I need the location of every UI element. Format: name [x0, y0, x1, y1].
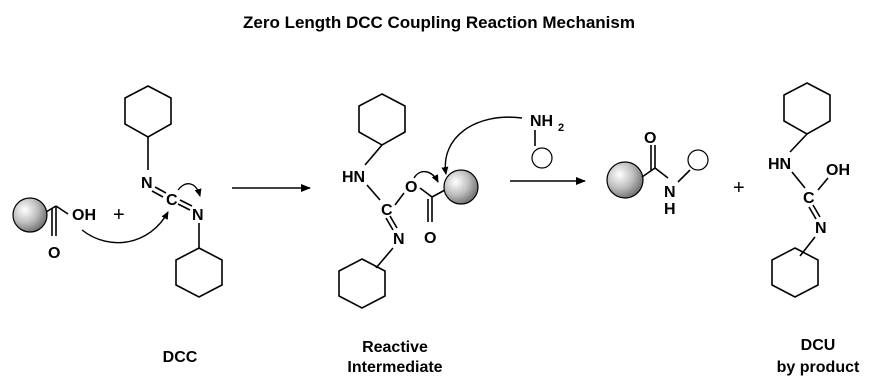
scheme-title: Zero Length DCC Coupling Reaction Mechan…: [243, 13, 635, 32]
amide-product: O N H: [606, 130, 709, 218]
n-label: N: [815, 220, 827, 237]
n-label: N: [141, 175, 153, 192]
dcc-molecule: N C N: [124, 85, 223, 298]
cyclohexyl-ring: [783, 82, 831, 135]
carbonyl-o-label: O: [424, 230, 436, 247]
solid-support-sphere: [606, 161, 644, 199]
reactive-intermediate-label-1: Reactive: [362, 339, 428, 356]
oh-label: OH: [826, 162, 850, 179]
hn-label: HN: [342, 169, 365, 186]
cyclohexyl-ring: [358, 93, 406, 146]
solid-support-sphere: [12, 197, 48, 233]
dcc-label: DCC: [163, 349, 198, 366]
cyclohexyl-ring: [771, 247, 819, 298]
nh-label: NH: [530, 113, 553, 130]
nh2-subscript: 2: [558, 122, 564, 134]
c-label: C: [381, 202, 393, 219]
c-label: C: [166, 192, 178, 209]
byproduct-label: by product: [777, 359, 860, 376]
carbonyl-o-label: O: [644, 130, 656, 147]
plus-sign: +: [733, 177, 745, 199]
dcu-label: DCU: [801, 337, 836, 354]
hn-label: HN: [768, 156, 791, 173]
o-label: O: [405, 179, 417, 196]
carboxylic-acid: OH O: [12, 197, 169, 262]
cyclohexyl-ring: [338, 258, 386, 309]
amine-molecule: NH 2: [530, 113, 564, 169]
reactive-intermediate: HN C O N O: [338, 93, 523, 309]
c-label: C: [803, 190, 815, 207]
cyclohexyl-ring: [124, 85, 172, 138]
dcu-molecule: HN C OH N: [768, 82, 850, 298]
h-label: H: [664, 201, 676, 218]
amine-sphere: [687, 149, 709, 171]
n-label: N: [192, 207, 204, 224]
plus-sign: +: [113, 204, 125, 226]
carbonyl-o-label: O: [48, 245, 60, 262]
oh-label: OH: [72, 207, 96, 224]
cyclohexyl-ring: [175, 247, 223, 298]
amine-sphere: [531, 147, 553, 169]
n-label: N: [393, 231, 405, 248]
n-label: N: [664, 184, 676, 201]
reactive-intermediate-label-2: Intermediate: [347, 359, 442, 376]
solid-support-sphere: [443, 169, 479, 205]
